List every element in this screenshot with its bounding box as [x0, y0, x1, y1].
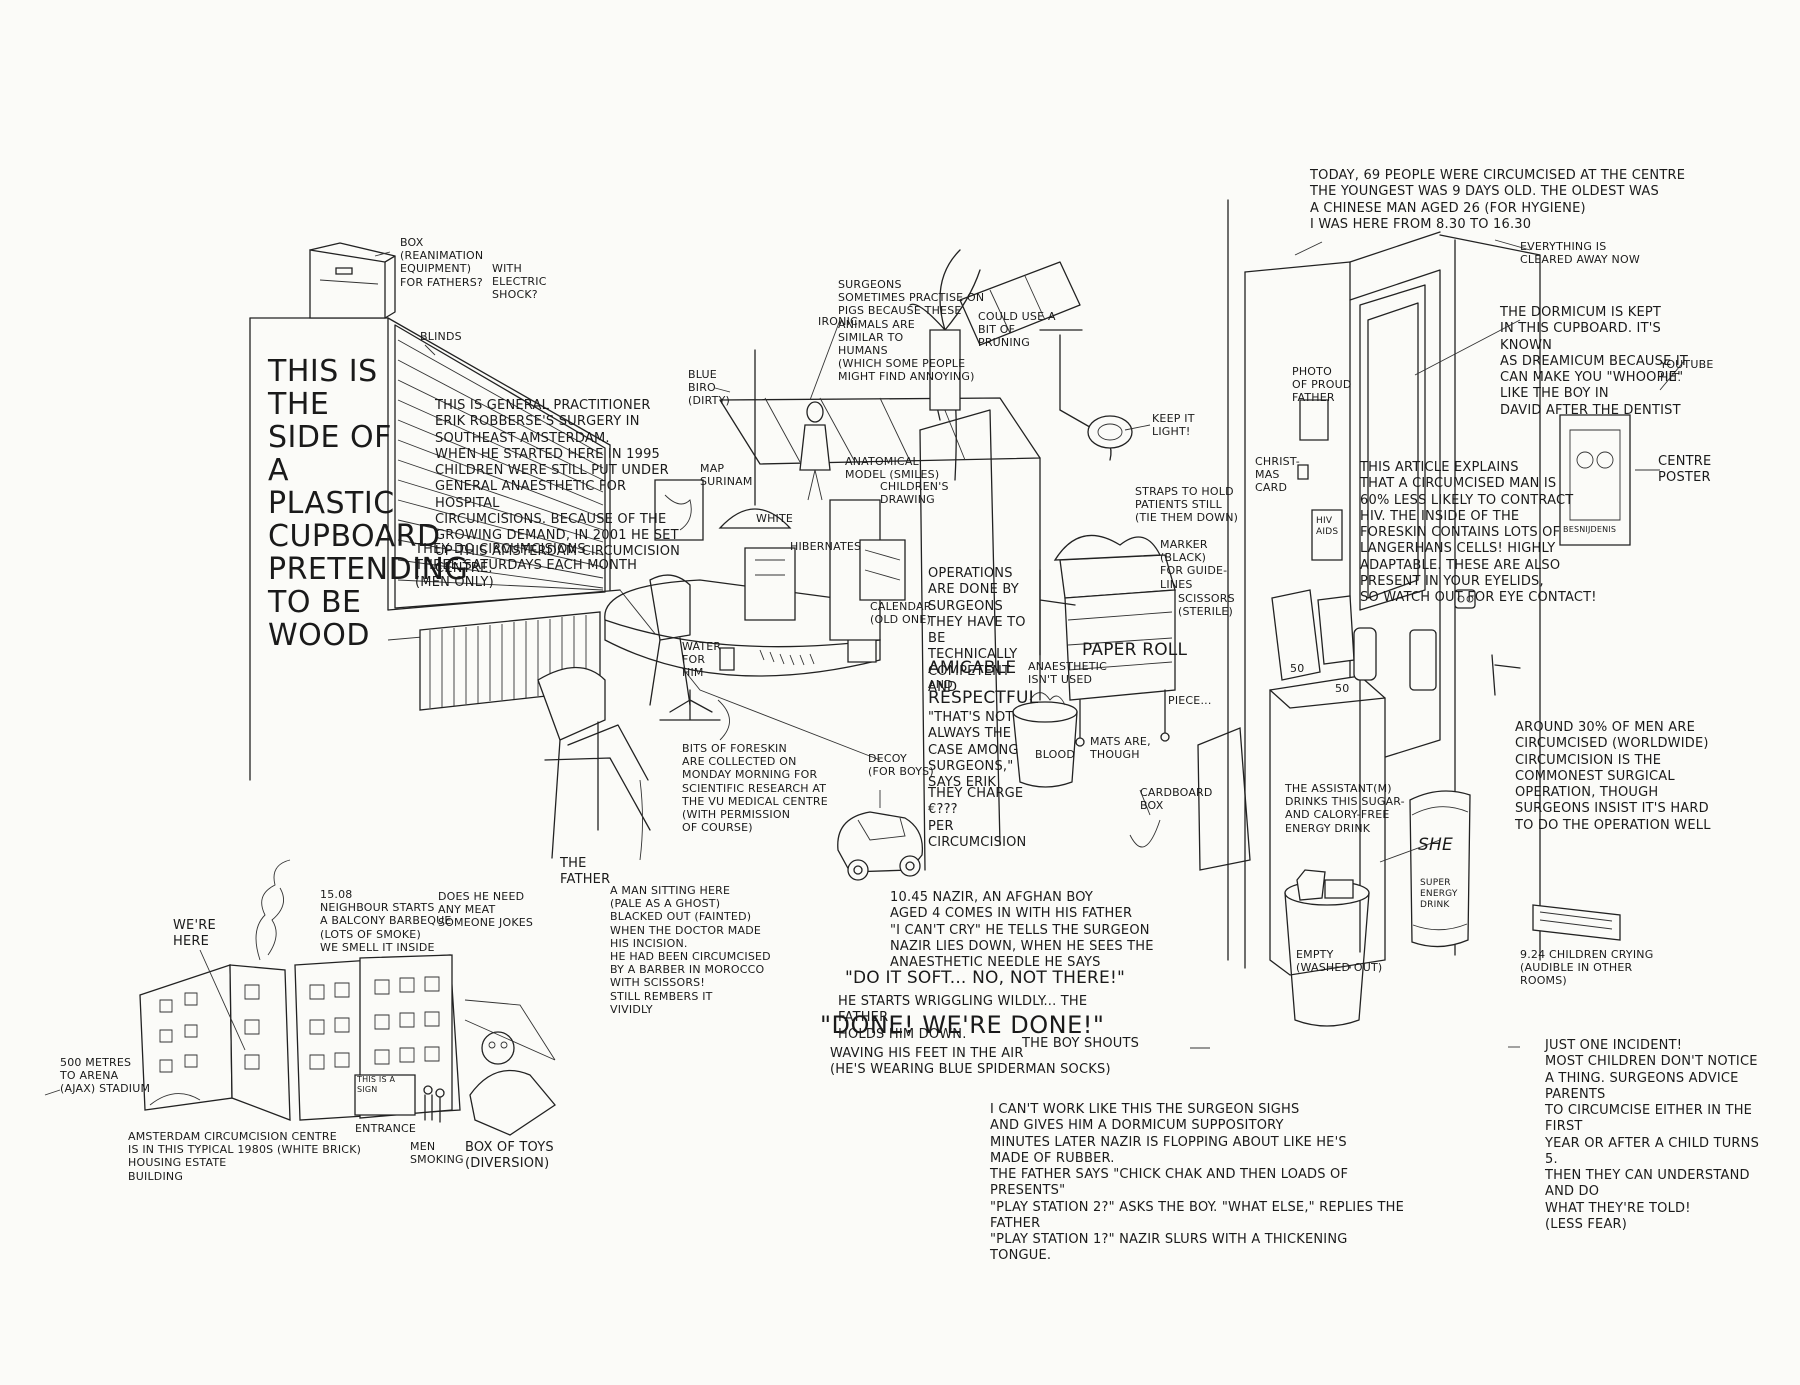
- charge-note: They charge €??? per circumcision: [928, 786, 1027, 850]
- box-of-toys-note: Box of toys (diversion): [465, 1140, 554, 1172]
- anaesthetic-note: Anaesthetic isn't used: [1028, 660, 1107, 687]
- incident-note: Just one incident! Most children don't n…: [1545, 1038, 1760, 1232]
- annotation-arrows: [45, 240, 1685, 1095]
- amicable-word: Amicable: [928, 658, 1017, 678]
- map-surinam-note: Map Surinam: [700, 462, 753, 489]
- cardboard-box: [1198, 728, 1250, 870]
- super-energy-label: Super energy drink: [1420, 878, 1458, 910]
- first-aid-box-icon: [310, 243, 395, 318]
- do-it-soft-quote: "Do it soft... No, not there!": [845, 968, 1126, 988]
- around-30-note: Around 30% of men are circumcised (world…: [1515, 720, 1711, 833]
- cardboard-box-note: Cardboard box: [1140, 786, 1213, 813]
- arena-note: 500 metres to Arena (Ajax) stadium: [60, 1056, 151, 1096]
- pruning-note: Could use a bit of pruning: [978, 310, 1056, 350]
- and-word: and: [928, 678, 953, 691]
- everything-cleared-note: Everything is cleared away now: [1520, 240, 1640, 267]
- children-crying-note: 9.24 Children crying (audible in other r…: [1520, 948, 1654, 988]
- dormicum-note: The Dormicum is kept in this cupboard. I…: [1500, 305, 1689, 418]
- ironic-label: Ironic: [818, 315, 858, 328]
- the-father-label: The father: [560, 856, 611, 888]
- apartment-building-icon: [140, 860, 555, 1135]
- hibernates-label: Hibernates: [790, 540, 862, 553]
- blood-label: Blood: [1035, 748, 1076, 761]
- partition-wall: [655, 250, 1000, 870]
- decoy-note: Decoy (for boys): [868, 752, 934, 779]
- marker-note: Marker (black) for guide- lines: [1160, 538, 1228, 591]
- paper-roll-label: Paper roll: [1082, 640, 1188, 660]
- not-always-note: "That's not always the case among surgeo…: [928, 710, 1019, 790]
- calendar-note: Calendar (old one): [870, 600, 932, 627]
- energy-drink-can-icon: [1410, 791, 1470, 947]
- christmas-card-note: Christ- mas card: [1255, 455, 1300, 495]
- surgical-lamp-icon: [1040, 330, 1132, 460]
- childrens-drawing-note: Children's drawing: [880, 480, 949, 507]
- scissors-sterile-note: Scissors (sterile): [1178, 592, 1235, 619]
- surgery-intro-note: This is general practitioner Erik Robber…: [435, 398, 681, 576]
- nazir-story: 10.45 Nazir, an Afghan boy aged 4 comes …: [890, 890, 1154, 970]
- meat-note: Does he need any meat someone jokes: [438, 890, 534, 930]
- saturdays-note: They do circumcisions three Saturdays ea…: [415, 542, 638, 590]
- blue-biro-note: Blue biro (dirty): [688, 368, 730, 408]
- poster-text: Besnijdenis: [1563, 525, 1617, 534]
- mats-note: Mats are, though: [1090, 735, 1151, 762]
- men-smoking-label: Men smoking: [410, 1140, 464, 1167]
- blinds-label: Blinds: [420, 330, 462, 343]
- white-label: White: [756, 512, 794, 525]
- box-reanimation-note: Box (reanimation equipment) for fathers?: [400, 236, 484, 289]
- room-walls: [250, 262, 1080, 780]
- hiv-aids-label: HIV Aids: [1316, 516, 1339, 537]
- cant-work-note: I can't work like this the surgeon sighs…: [990, 1102, 1405, 1264]
- entrance-label: Entrance: [355, 1122, 417, 1135]
- centre-poster-note: Centre poster: [1658, 454, 1712, 486]
- desk: [605, 350, 880, 720]
- piece-label: Piece...: [1168, 694, 1212, 707]
- keep-light-note: Keep it light!: [1152, 412, 1195, 439]
- empty-note: Empty (washed out): [1296, 948, 1383, 975]
- man-sitting-note: A man sitting here (pale as a ghost) bla…: [610, 884, 771, 1016]
- done-quote: "Done! We're done!": [820, 1011, 1105, 1039]
- toy-car-icon: [838, 812, 923, 880]
- num-50a: 50: [1290, 662, 1305, 675]
- sign-label: This is a sign: [357, 1075, 396, 1094]
- surgeons-pigs-note: Surgeons sometimes practise on pigs beca…: [838, 278, 985, 384]
- num-50b: 50: [1335, 682, 1350, 695]
- anatomical-model-note: Anatomical model (smiles): [845, 455, 940, 482]
- boy-shouts-note: the boy shouts: [1022, 1036, 1140, 1051]
- straps-note: Straps to hold patients still (tie them …: [1135, 485, 1239, 525]
- respectful-word: Respectful: [928, 688, 1039, 708]
- waving-note: Waving his feet in the air (he's wearing…: [830, 1046, 1111, 1078]
- wriggling-note: He starts wriggling wildly... the father…: [838, 994, 1088, 1042]
- youtube-note: YouTube hit.: [1660, 358, 1714, 385]
- assistant-note: The assistant(m) drinks this sugar- and …: [1285, 782, 1405, 835]
- electric-shock-note: With electric shock?: [492, 262, 547, 302]
- window-blinds: [395, 325, 605, 608]
- trash-bin-icon: [1013, 693, 1077, 788]
- foreskin-research-note: Bits of foreskin are collected on Monday…: [682, 742, 828, 835]
- plastic-cupboard-note: This is the side of a plastic cupboard p…: [268, 354, 469, 653]
- she-logo: She: [1418, 835, 1453, 855]
- photo-father-note: Photo of proud father: [1292, 365, 1352, 405]
- today-summary: Today, 69 people were circumcised at the…: [1310, 168, 1686, 232]
- building-note: Amsterdam circumcision centre is in this…: [128, 1130, 362, 1183]
- bin-right-icon: [1285, 870, 1369, 1026]
- office-chair-icon: [538, 575, 690, 858]
- operations-note: Operations are done by surgeons they hav…: [928, 566, 1026, 695]
- operating-trolley: [1040, 535, 1175, 746]
- water-for-him-note: Water for him: [682, 640, 722, 680]
- bbq-note: 15.08 Neighbour starts a balcony barbequ…: [320, 888, 452, 954]
- hiv-article-note: This article explains that a circumcised…: [1360, 460, 1597, 605]
- were-here-label: We're here: [173, 918, 216, 950]
